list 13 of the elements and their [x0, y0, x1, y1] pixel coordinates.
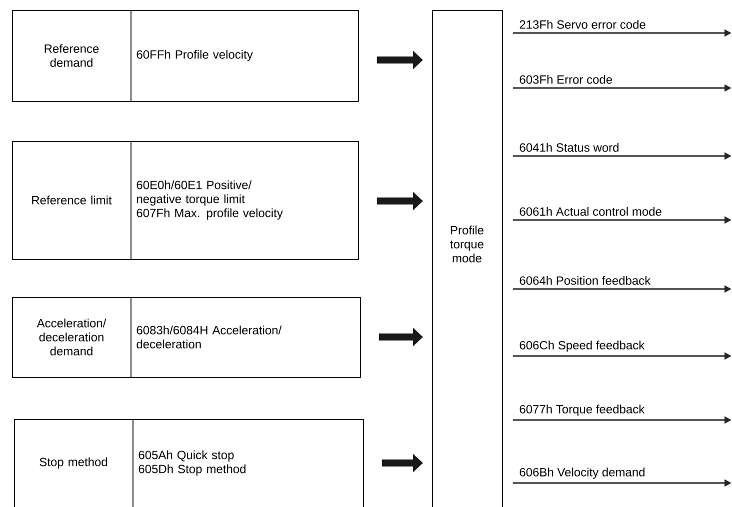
parameter-box: Reference limit 60E0h/60E1 Positive/ negative torque limit 607Fh Max. profile velocity — [12, 140, 359, 260]
edge-label: 6077h Torque feedback — [520, 404, 645, 416]
edge-label: 606Ch Speed feedback — [520, 340, 645, 352]
mode-box: Profile torque mode — [432, 10, 503, 507]
parameter-box: Stop method 605Ah Quick stop 605Dh Stop method — [14, 418, 364, 507]
edge-label: 6064h Position feedback — [520, 276, 651, 285]
edge-label: 6041h Status word — [520, 143, 618, 152]
parameter-box: Acceleration/ deceleration demand 6083h/6084H Acceleration/ deceleration — [12, 296, 361, 378]
parameter-box: Reference demand 60FFh Profile velocity — [12, 10, 359, 102]
edge-label: 603Fh Error code — [520, 75, 612, 84]
edge-label: 213Fh Servo error code — [520, 20, 646, 29]
edge-label: 6061h Actual control mode — [520, 207, 662, 216]
edge-label: 606Bh Velocity demand — [520, 468, 644, 479]
